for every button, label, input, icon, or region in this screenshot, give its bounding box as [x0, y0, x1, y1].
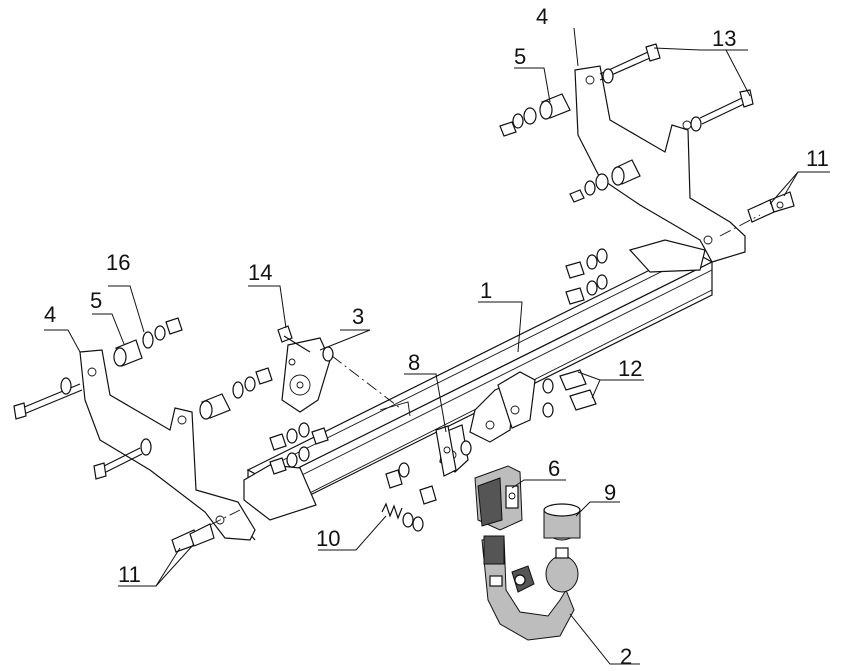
left-side-bracket: [79, 349, 256, 541]
socket-plate-3: [277, 325, 411, 417]
callout-8: 8: [408, 350, 420, 375]
callout-3: 3: [352, 304, 364, 329]
mounting-hardware-12: [542, 248, 608, 418]
callout-4-left: 4: [44, 302, 56, 327]
receiver-housing-6: [474, 465, 523, 531]
right-spacer-tube: [569, 159, 641, 203]
callout-labels: 1 2 3 4 4 5 5 6 8 9 10 11 11 12 13 14 16: [44, 4, 829, 669]
side-bolts-11-left: [171, 509, 241, 553]
callout-14: 14: [248, 260, 272, 285]
left-spacer-5: [113, 317, 183, 367]
callout-4-top: 4: [536, 4, 548, 29]
towball-9: [543, 503, 581, 593]
callout-5-left: 5: [90, 288, 102, 313]
callout-6: 6: [548, 456, 560, 481]
left-inner-tube: [199, 367, 273, 420]
callout-1: 1: [480, 278, 492, 303]
leader-lines: [44, 27, 830, 665]
callout-16: 16: [106, 250, 130, 275]
callout-9: 9: [604, 480, 616, 505]
callout-5-top: 5: [514, 44, 526, 69]
towball-neck-2: [481, 535, 575, 641]
callout-10: 10: [316, 526, 340, 551]
callout-11-right: 11: [806, 146, 829, 171]
spring-10: [381, 462, 437, 532]
right-side-bracket: [574, 65, 746, 263]
main-crossbeam: [237, 239, 714, 541]
callout-2: 2: [620, 644, 632, 669]
left-mid-nuts: [269, 422, 329, 475]
callout-11-left: 11: [118, 562, 141, 587]
left-long-bolt: [13, 377, 152, 480]
lever-bracket-8: [435, 425, 472, 477]
side-bolts-11-right: [719, 191, 795, 237]
right-spacer-5: [499, 93, 571, 137]
callout-13: 13: [712, 26, 736, 51]
long-bolts-13: [599, 43, 754, 132]
callout-12: 12: [618, 356, 642, 381]
